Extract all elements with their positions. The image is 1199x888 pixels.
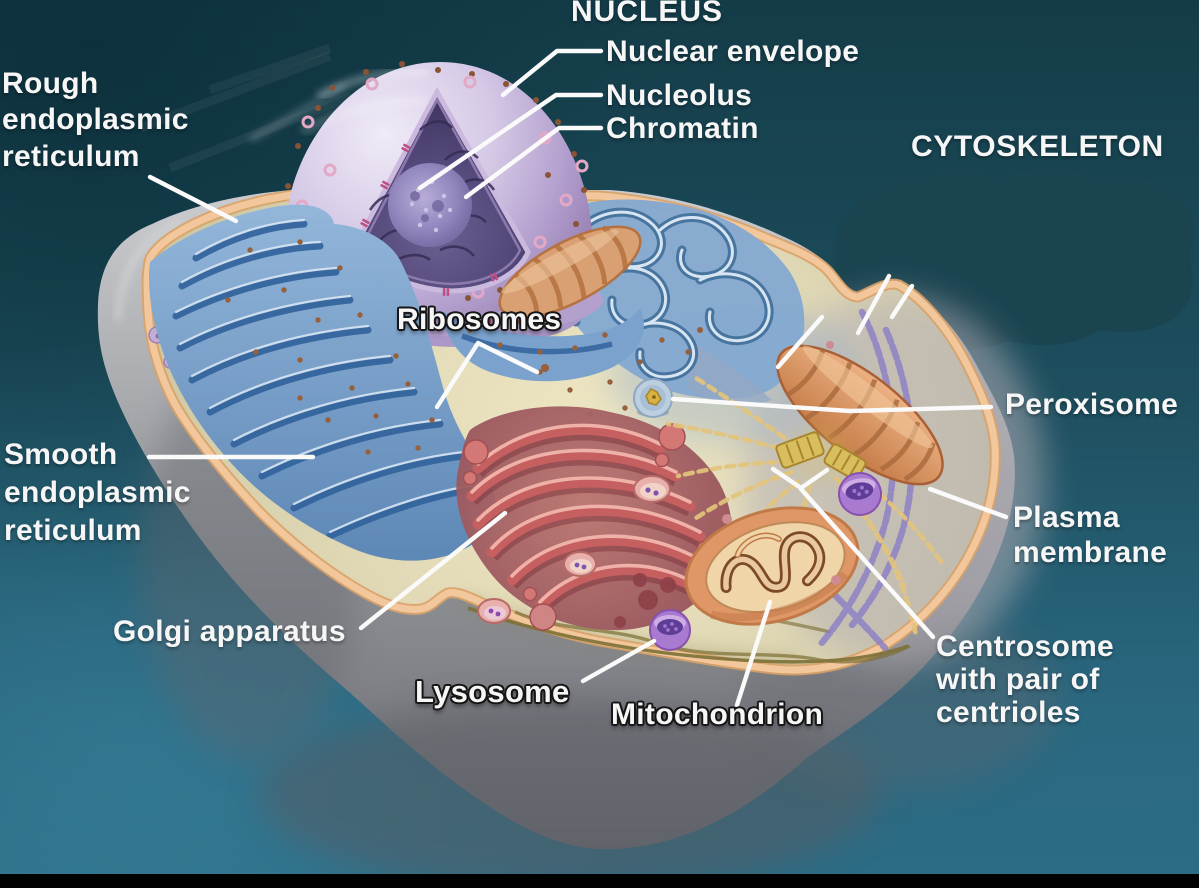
leader-nuclear-envelope — [500, 48, 604, 98]
lysosome-2 — [838, 472, 882, 516]
label-nucleus: NUCLEUS — [571, 0, 724, 28]
leader-chromatin — [463, 125, 604, 200]
label-cytoskeleton: CYTOSKELETON — [911, 130, 1164, 163]
nuclear-pore-rosettes — [295, 75, 589, 299]
label-plasma-membrane: Plasma membrane — [1013, 501, 1168, 570]
centrosome — [775, 427, 867, 483]
nucleus-cutaway — [348, 86, 531, 294]
endosome-cups — [477, 475, 671, 624]
label-centrosome: Centrosome with pair of centrioles — [936, 630, 1115, 729]
leader-lines — [146, 48, 1009, 708]
cytoskeleton-tick-1 — [855, 273, 892, 336]
label-smooth-er: Smooth endoplasmic reticulum — [4, 438, 191, 548]
bottom-letterbox-bar — [0, 874, 1199, 888]
golgi-apparatus — [456, 406, 732, 631]
leader-peroxisome — [670, 396, 994, 414]
label-ribosomes: Ribosomes — [397, 303, 562, 336]
leader-lysosome — [580, 638, 657, 684]
peroxisome — [633, 378, 673, 418]
mitochondrion-cut — [684, 506, 860, 626]
mitochondrion-upper — [498, 225, 642, 319]
transport-vesicles — [541, 327, 841, 585]
nucleolus — [388, 163, 472, 247]
stray-pointer — [775, 314, 825, 370]
label-golgi-apparatus: Golgi apparatus — [113, 615, 346, 648]
leader-centrosome — [798, 486, 936, 640]
rer-ribosome-dots — [225, 239, 435, 455]
label-mitochondrion: Mitochondrion — [611, 698, 824, 731]
label-rough-er: Rough endoplasmic reticulum — [2, 67, 189, 173]
leader-rough-er — [147, 174, 239, 224]
label-chromatin: Chromatin — [606, 112, 759, 145]
leader-nucleolus — [417, 92, 604, 191]
leader-ribosomes — [434, 340, 540, 410]
leader-plasma-membrane — [927, 486, 1009, 520]
leader-golgi — [358, 510, 508, 631]
label-peroxisome: Peroxisome — [1005, 388, 1179, 421]
label-nuclear-envelope: Nuclear envelope — [606, 35, 860, 68]
label-nucleolus: Nucleolus — [606, 79, 753, 112]
rough-er — [149, 204, 691, 561]
cytoskeleton-tick-2 — [889, 283, 915, 320]
label-lysosome: Lysosome — [415, 674, 570, 709]
cytoplasm-ribosome-dots — [467, 319, 691, 417]
lysosome — [649, 609, 691, 651]
golgi-dark-vesicles — [614, 573, 676, 628]
leader-mitochondrion — [734, 599, 773, 708]
mitochondrion-whole — [776, 344, 944, 486]
